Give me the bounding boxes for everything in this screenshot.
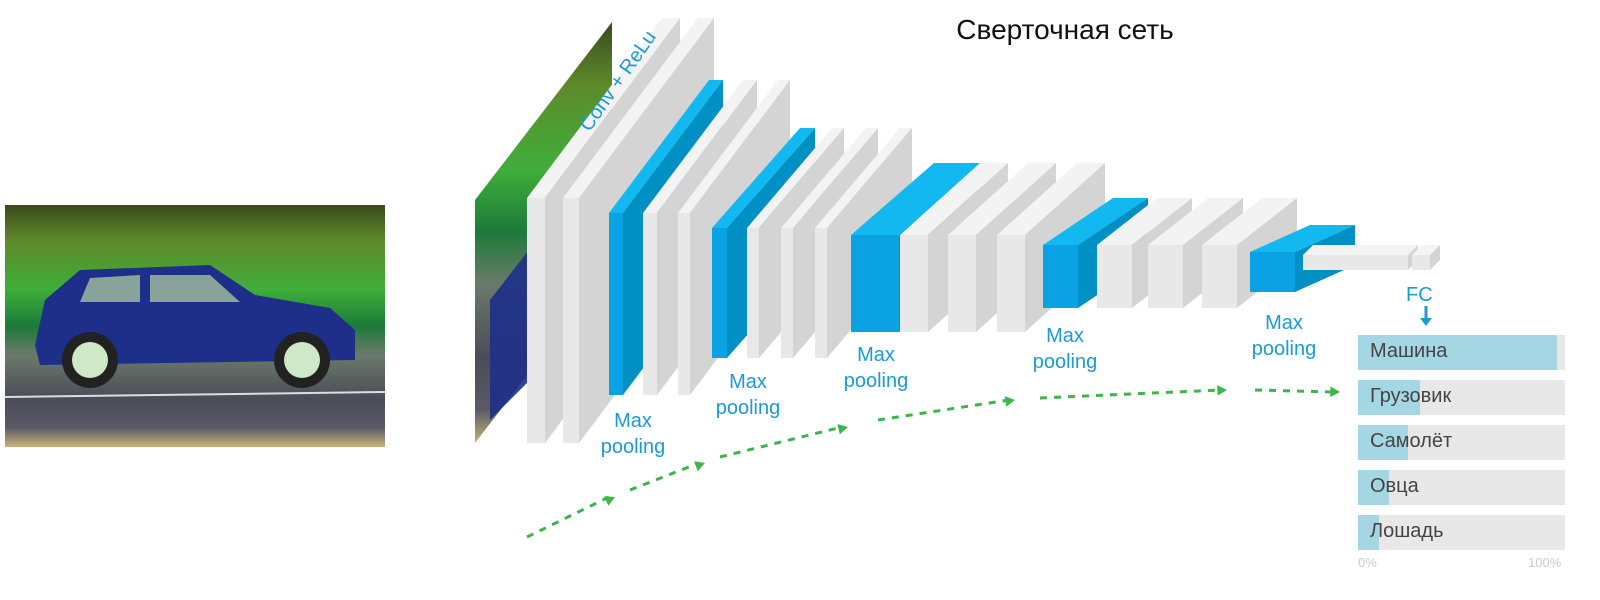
class-label: Лошадь bbox=[1370, 520, 1444, 542]
arrowhead-icon bbox=[1004, 396, 1015, 407]
layer-top-face bbox=[948, 163, 1056, 235]
layer-front-face bbox=[527, 198, 545, 443]
flow-arrows bbox=[526, 385, 1340, 539]
conv-layer-19 bbox=[1412, 245, 1440, 270]
class-bar: Грузовик bbox=[1358, 380, 1565, 415]
layer-top-face bbox=[851, 163, 982, 235]
class-bar-fill bbox=[1358, 470, 1390, 505]
flow-arrow-line bbox=[719, 425, 843, 459]
layer-front-face bbox=[997, 235, 1025, 332]
layer-front-face bbox=[1148, 245, 1183, 308]
layer-front-face bbox=[1303, 255, 1408, 270]
arrowhead-icon bbox=[1217, 385, 1227, 396]
layer-front-face bbox=[815, 228, 827, 358]
layer-top-face bbox=[712, 128, 815, 228]
layer-top-face bbox=[643, 80, 757, 213]
class-bar-fill bbox=[1358, 515, 1379, 550]
class-label: Самолёт bbox=[1370, 430, 1453, 452]
layer-top-face bbox=[747, 128, 844, 228]
flow-arrow-line bbox=[1039, 388, 1222, 400]
class-label: Овца bbox=[1370, 475, 1419, 497]
layer-top-face bbox=[1148, 198, 1243, 245]
layer-top-face bbox=[997, 163, 1105, 235]
arrowhead-icon bbox=[837, 424, 848, 435]
layer-front-face bbox=[1412, 255, 1430, 270]
class-bar: Машина bbox=[1358, 335, 1565, 370]
class-label: Машина bbox=[1370, 340, 1448, 362]
page-title: Сверточная сеть bbox=[956, 14, 1174, 45]
layer-top-face bbox=[678, 80, 790, 213]
class-bar: Самолёт bbox=[1358, 425, 1565, 460]
class-label: Грузовик bbox=[1370, 385, 1452, 407]
layer-front-face bbox=[678, 213, 690, 395]
layer-front-face bbox=[609, 213, 623, 395]
layer-top-face bbox=[527, 18, 680, 198]
layer-top-face bbox=[1303, 245, 1418, 255]
class-bar-fill bbox=[1358, 380, 1421, 415]
layer-front-face bbox=[643, 213, 657, 395]
fc-label: FC bbox=[1406, 284, 1433, 306]
layer-top-face bbox=[1412, 245, 1440, 255]
layer-front-face bbox=[712, 228, 727, 358]
arrowhead-icon bbox=[694, 461, 705, 472]
class-bar: Лошадь bbox=[1358, 515, 1565, 550]
flow-arrow-line bbox=[526, 495, 610, 539]
tick-label-100: 100% bbox=[1528, 555, 1562, 570]
layer-front-face bbox=[1097, 245, 1132, 308]
layer-front-face bbox=[948, 235, 976, 332]
class-bar: Овца bbox=[1358, 470, 1565, 505]
arrowhead-icon bbox=[604, 496, 615, 506]
flow-arrow-line bbox=[877, 398, 1010, 422]
flow-arrow-line bbox=[1254, 388, 1335, 394]
layer-front-face bbox=[781, 228, 793, 358]
layer-front-face bbox=[747, 228, 759, 358]
layer-top-face bbox=[1202, 198, 1297, 245]
layer-front-face bbox=[563, 198, 579, 443]
layer-top-face bbox=[900, 163, 1008, 235]
layer-top-face bbox=[609, 80, 723, 213]
layer-front-face bbox=[1043, 245, 1078, 308]
input-image-car-photo bbox=[4, 205, 386, 447]
layer-top-face bbox=[815, 128, 912, 228]
arrowhead-icon bbox=[1330, 386, 1340, 398]
layer-top-face bbox=[1250, 225, 1355, 252]
class-bar-fill bbox=[1358, 335, 1557, 370]
flow-arrow-line bbox=[629, 461, 700, 492]
class-bar-fill bbox=[1358, 425, 1408, 460]
down-arrow-icon bbox=[1420, 306, 1432, 326]
layer-front-face bbox=[900, 235, 928, 332]
layer-side-face bbox=[1430, 245, 1440, 270]
layer-top-face bbox=[781, 128, 878, 228]
layer-top-face bbox=[1097, 198, 1192, 245]
layer-front-face bbox=[1202, 245, 1237, 308]
layer-front-face bbox=[851, 235, 899, 332]
layer-top-face bbox=[563, 18, 714, 198]
layer-front-face bbox=[1250, 252, 1295, 292]
conv-layer-18 bbox=[1303, 245, 1418, 270]
layer-top-face bbox=[1043, 198, 1148, 245]
tick-label-0: 0% bbox=[1358, 555, 1377, 570]
